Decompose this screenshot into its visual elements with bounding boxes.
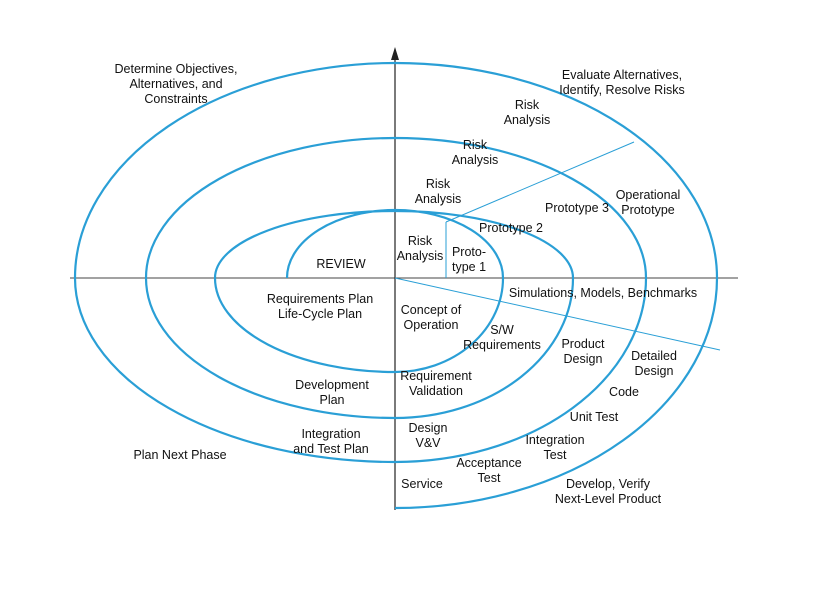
label-line: Risk [426, 177, 451, 191]
label-line: Risk [515, 98, 540, 112]
label-line: Determine Objectives, [115, 62, 238, 76]
label-prototype-2: Prototype 2 [479, 221, 543, 235]
axis-arrow-icon [391, 47, 399, 60]
label-line: Integration [301, 427, 360, 441]
label-line: Integration [525, 433, 584, 447]
label-simulations: Simulations, Models, Benchmarks [509, 286, 697, 300]
label-line: Test [478, 471, 501, 485]
label-line: Test [544, 448, 567, 462]
label-service: Service [401, 477, 443, 491]
label-line: Plan Next Phase [133, 448, 226, 462]
label-line: REVIEW [316, 257, 366, 271]
label-line: Identify, Resolve Risks [559, 83, 685, 97]
label-prototype-1: Proto-type 1 [452, 245, 486, 274]
development-divider-line [394, 277, 721, 351]
label-line: Analysis [504, 113, 551, 127]
label-line: Analysis [397, 249, 444, 263]
label-line: type 1 [452, 260, 486, 274]
label-line: Next-Level Product [555, 492, 662, 506]
label-line: and Test Plan [293, 442, 369, 456]
label-line: Risk [408, 234, 433, 248]
label-line: Analysis [452, 153, 499, 167]
spiral-path [73, 61, 719, 510]
label-line: Requirement [400, 369, 472, 383]
label-line: Risk [463, 138, 488, 152]
label-line: Acceptance [456, 456, 521, 470]
label-line: Prototype [621, 203, 675, 217]
label-line: Constraints [144, 92, 207, 106]
label-line: Alternatives, and [129, 77, 222, 91]
label-unit-test: Unit Test [570, 410, 619, 424]
label-line: Design [409, 421, 448, 435]
label-line: Simulations, Models, Benchmarks [509, 286, 697, 300]
label-line: Requirements Plan [267, 292, 373, 306]
label-line: Operation [404, 318, 459, 332]
label-line: Prototype 2 [479, 221, 543, 235]
label-line: Design [564, 352, 603, 366]
label-line: Concept of [401, 303, 462, 317]
label-line: S/W [490, 323, 514, 337]
label-line: Design [635, 364, 674, 378]
label-line: Operational [616, 188, 681, 202]
label-prototype-3: Prototype 3 [545, 201, 609, 215]
prototype-divider-line [445, 141, 635, 223]
label-review: REVIEW [316, 257, 366, 271]
label-line: Code [609, 385, 639, 399]
label-line: Validation [409, 384, 463, 398]
label-line: Unit Test [570, 410, 619, 424]
quadrant-label-evaluate: Evaluate Alternatives,Identify, Resolve … [559, 68, 685, 97]
label-line: Plan [319, 393, 344, 407]
label-line: Requirements [463, 338, 541, 352]
label-line: Product [561, 337, 605, 351]
label-line: Life-Cycle Plan [278, 307, 362, 321]
label-line: Service [401, 477, 443, 491]
label-line: Development [295, 378, 369, 392]
label-line: Analysis [415, 192, 462, 206]
label-code: Code [609, 385, 639, 399]
label-line: Detailed [631, 349, 677, 363]
label-line: Develop, Verify [566, 477, 651, 491]
label-line: Proto- [452, 245, 486, 259]
label-line: Evaluate Alternatives, [562, 68, 682, 82]
label-line: V&V [415, 436, 441, 450]
label-line: Prototype 3 [545, 201, 609, 215]
quadrant-label-plan-next-phase: Plan Next Phase [133, 448, 226, 462]
